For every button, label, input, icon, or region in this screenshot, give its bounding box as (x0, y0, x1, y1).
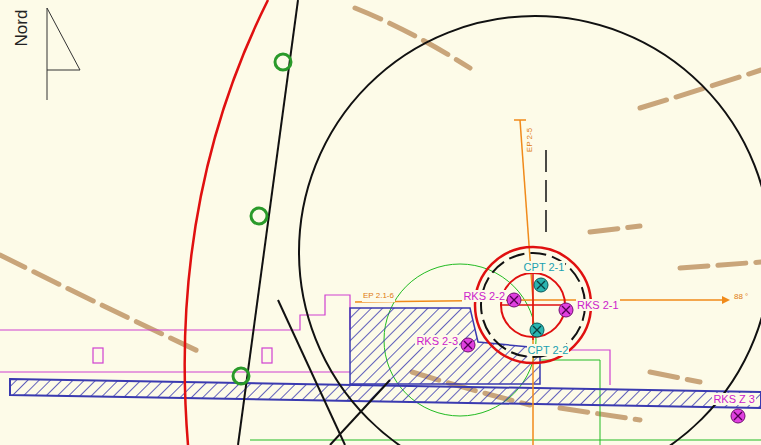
north-label: Nord (16, 9, 28, 48)
survey-points (233, 54, 291, 384)
line-label: EP 2.1-6 (362, 290, 395, 302)
rks-label: RKS 2-2 (462, 290, 506, 302)
hatched-band (10, 379, 761, 408)
hatched-area (350, 308, 540, 384)
rks-marker (461, 293, 745, 423)
red-arc (185, 0, 268, 445)
borehole-circles (475, 247, 591, 363)
angle-label: 88 ° (733, 291, 749, 303)
line-label: EP 2-5 (524, 127, 536, 153)
rks-label: RKS Z 3 (712, 393, 756, 405)
dashed-axis (545, 150, 547, 232)
rks-label: RKS 2-3 (415, 335, 459, 347)
contour-lines (0, 8, 761, 420)
cpt-label: CPT 2-1 (523, 261, 566, 273)
orange-axes (355, 120, 722, 445)
rks-label: RKS 2-1 (576, 299, 620, 311)
cpt-label: CPT 2-2 (527, 344, 570, 356)
arrow-head (722, 296, 730, 304)
north-arrow (47, 8, 80, 100)
green-outlines (250, 264, 761, 445)
black-lines (238, 0, 761, 445)
cpt-marker (530, 278, 548, 337)
